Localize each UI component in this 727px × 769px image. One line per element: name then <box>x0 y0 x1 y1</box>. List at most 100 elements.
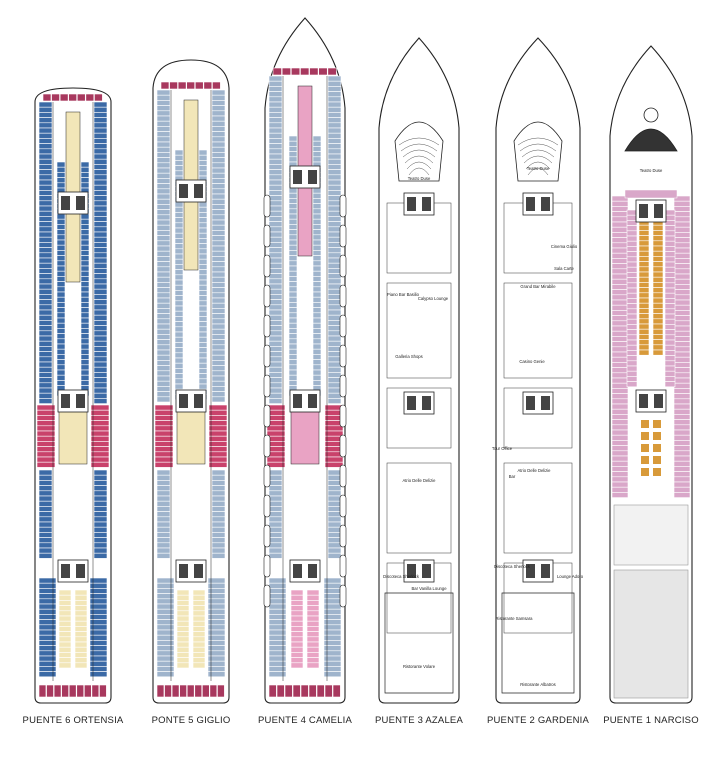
cabin-strip <box>89 593 108 600</box>
lifeboat <box>339 524 347 548</box>
cabin-strip <box>611 356 629 363</box>
cabin-strip <box>38 304 53 311</box>
cabin-strip <box>89 582 108 589</box>
cabin-strip <box>638 344 650 351</box>
lifeboat <box>263 194 271 218</box>
cabin-strip <box>156 375 171 382</box>
cabin-strip <box>611 450 629 457</box>
cabin-strip <box>80 244 90 251</box>
cabin-strip <box>211 302 226 309</box>
cabin-strip <box>156 598 175 605</box>
cabin-strip <box>198 290 208 296</box>
cabin-strip <box>56 239 66 246</box>
cabin-strip <box>268 184 283 191</box>
cabin-strip <box>38 552 53 559</box>
lifeboat <box>339 314 347 338</box>
cabin-strip <box>80 213 90 220</box>
cabin-strip <box>673 330 691 337</box>
cabin-strip <box>74 662 88 669</box>
cabin-strip <box>211 214 226 221</box>
stern-cabin <box>156 684 165 698</box>
cabin-strip <box>56 348 66 355</box>
cabin-strip <box>211 474 226 481</box>
cabin-strip <box>268 335 283 342</box>
cabin-strip <box>664 334 676 341</box>
cabin-strip <box>156 542 171 549</box>
cabin-strip <box>652 297 664 304</box>
cabin-strip <box>611 445 629 452</box>
cabin-strip <box>268 174 283 181</box>
cabin-strip <box>611 284 629 290</box>
cabin-strip <box>288 317 298 324</box>
cabin-strip <box>207 598 226 605</box>
cabin-strip <box>268 179 283 186</box>
cabin-strip <box>156 89 171 96</box>
cabin-strip <box>268 582 287 589</box>
cabin-strip <box>290 615 304 622</box>
cabin-strip <box>156 193 171 200</box>
cabin-strip <box>156 526 171 533</box>
cabin-strip <box>80 281 90 288</box>
cabin-strip <box>38 608 57 615</box>
cabin-strip <box>174 248 184 255</box>
cabin-strip <box>626 282 638 289</box>
cabin-strip <box>93 268 108 274</box>
cabin-strip <box>611 336 629 342</box>
cabin-strip <box>673 284 691 290</box>
place-label: Cinema Giulio <box>551 244 578 249</box>
cabin-strip <box>211 542 226 549</box>
cabin-strip <box>156 386 171 392</box>
cabin-strip <box>664 220 676 226</box>
cabin-strip <box>211 526 226 533</box>
cabin-strip <box>611 440 629 446</box>
cabin-strip <box>156 110 171 117</box>
cabin-strip <box>327 387 342 394</box>
cabin-strip <box>652 282 664 288</box>
bow-cabin <box>318 67 328 76</box>
cabin-strip <box>89 629 108 636</box>
place-label: Lounge Adoro <box>557 574 584 579</box>
cabin-strip <box>312 135 322 142</box>
cabin-strip <box>673 226 691 233</box>
cabin-strip <box>38 288 53 295</box>
cabin-strip <box>174 373 184 380</box>
cabin-strip <box>176 589 190 596</box>
stern-cabin <box>68 684 77 698</box>
cabin-strip <box>268 532 283 538</box>
cabin-strip <box>198 336 208 343</box>
cabin-strip <box>56 182 66 189</box>
place-label: Piano Bar Basilio <box>387 292 420 297</box>
cabin-strip <box>611 299 629 306</box>
cabin-strip <box>268 205 283 212</box>
stern-cabin <box>76 684 85 698</box>
cabin-strip <box>198 258 208 265</box>
restaurant-outline <box>384 592 454 694</box>
cabin-strip <box>38 650 57 657</box>
bow-cabin <box>309 67 319 76</box>
cabin-strip <box>174 347 184 354</box>
cabin-strip <box>156 506 171 512</box>
cabin-strip <box>93 158 108 165</box>
elevator <box>407 396 416 410</box>
cabin-strip <box>80 250 90 256</box>
cabin-strip <box>268 117 283 124</box>
cabin-strip <box>626 360 638 367</box>
cabin-strip <box>80 182 90 189</box>
cabin-strip <box>638 266 650 273</box>
cabin-strip <box>192 646 206 653</box>
cabin-strip <box>664 381 676 388</box>
cabin-strip <box>208 415 228 421</box>
cabin-strip <box>156 490 171 497</box>
cabin-strip <box>174 227 184 234</box>
cabin-strip <box>266 430 286 437</box>
cabin-strip <box>211 94 226 101</box>
cabin-strip <box>268 480 283 486</box>
cabin-strip <box>673 211 691 218</box>
cabin-strip <box>288 229 298 236</box>
cabin-strip <box>74 620 88 627</box>
cabin-strip <box>211 349 226 356</box>
cabin-strip <box>652 230 664 236</box>
cabin-strip <box>198 212 208 218</box>
cabin-strip <box>664 376 676 382</box>
cabin-strip <box>192 594 206 601</box>
